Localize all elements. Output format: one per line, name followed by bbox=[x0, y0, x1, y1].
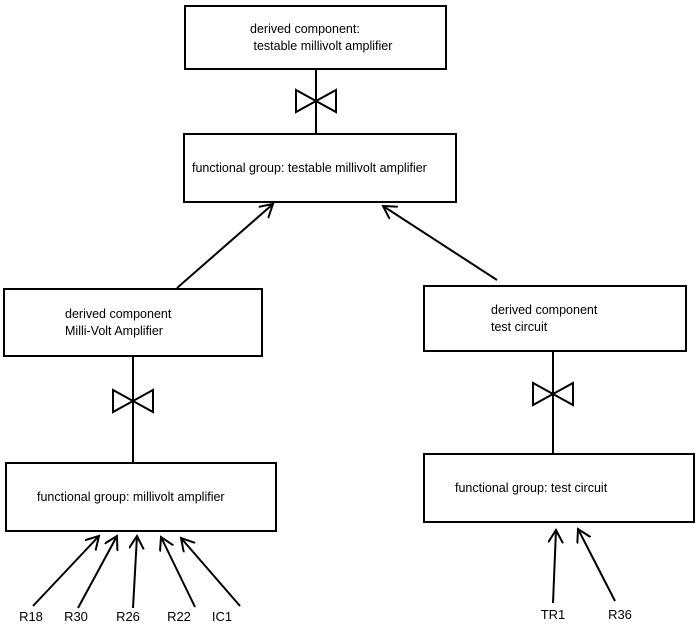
node-label: functional group: testable millivolt amp… bbox=[192, 160, 427, 175]
component-label-r30: R30 bbox=[64, 609, 88, 624]
node-derived-test-circuit: derived component test circuit bbox=[423, 285, 687, 352]
node-label: functional group: millivolt amplifier bbox=[37, 489, 225, 504]
component-label-r18: R18 bbox=[19, 609, 43, 624]
node-functional-group-test-circuit: functional group: test circuit bbox=[423, 453, 695, 523]
arrow-ic1-to-fg-mva bbox=[181, 538, 241, 607]
arrow-r18-to-fg-mva bbox=[32, 536, 99, 607]
component-label-r22: R22 bbox=[167, 609, 191, 624]
connector-dc-mva-to-fg-mva bbox=[112, 357, 154, 462]
bowtie-icon bbox=[295, 88, 337, 114]
arrow-tr1-to-fg-test bbox=[553, 530, 556, 604]
component-label-r36: R36 bbox=[608, 607, 632, 622]
node-derived-testable-millivolt-amplifier: derived component: testable millivolt am… bbox=[184, 5, 447, 70]
connector-dc-test-to-fg-test bbox=[532, 352, 574, 453]
component-label-ic1: IC1 bbox=[211, 609, 233, 624]
node-functional-group-millivolt-amplifier: functional group: millivolt amplifier bbox=[5, 462, 277, 532]
node-label: testable millivolt amplifier bbox=[250, 38, 393, 53]
arrow-r26-to-fg-mva bbox=[133, 536, 137, 609]
component-label-tr1: TR1 bbox=[540, 607, 566, 622]
arrow-r30-to-fg-mva bbox=[77, 536, 117, 609]
component-label-r26: R26 bbox=[116, 609, 140, 624]
node-derived-milli-volt-amplifier: derived component Milli-Volt Amplifier bbox=[3, 288, 263, 357]
arrow-dc-test-to-fg-testable bbox=[383, 206, 498, 281]
bowtie-icon bbox=[112, 388, 154, 414]
node-label: derived component bbox=[491, 302, 598, 317]
node-label: derived component: bbox=[250, 21, 360, 36]
bowtie-icon bbox=[532, 381, 574, 407]
node-label: derived component bbox=[65, 306, 172, 321]
arrow-r36-to-fg-test bbox=[578, 529, 616, 602]
arrow-r22-to-fg-mva bbox=[161, 537, 196, 608]
connector-top-derived-to-fg-testable bbox=[295, 70, 337, 133]
node-label: functional group: test circuit bbox=[455, 480, 608, 495]
arrow-dc-mva-to-fg-testable bbox=[176, 204, 273, 289]
node-functional-group-testable-millivolt-amplifier: functional group: testable millivolt amp… bbox=[183, 133, 457, 203]
node-label: test circuit bbox=[491, 319, 548, 334]
node-label: Milli-Volt Amplifier bbox=[65, 323, 163, 338]
